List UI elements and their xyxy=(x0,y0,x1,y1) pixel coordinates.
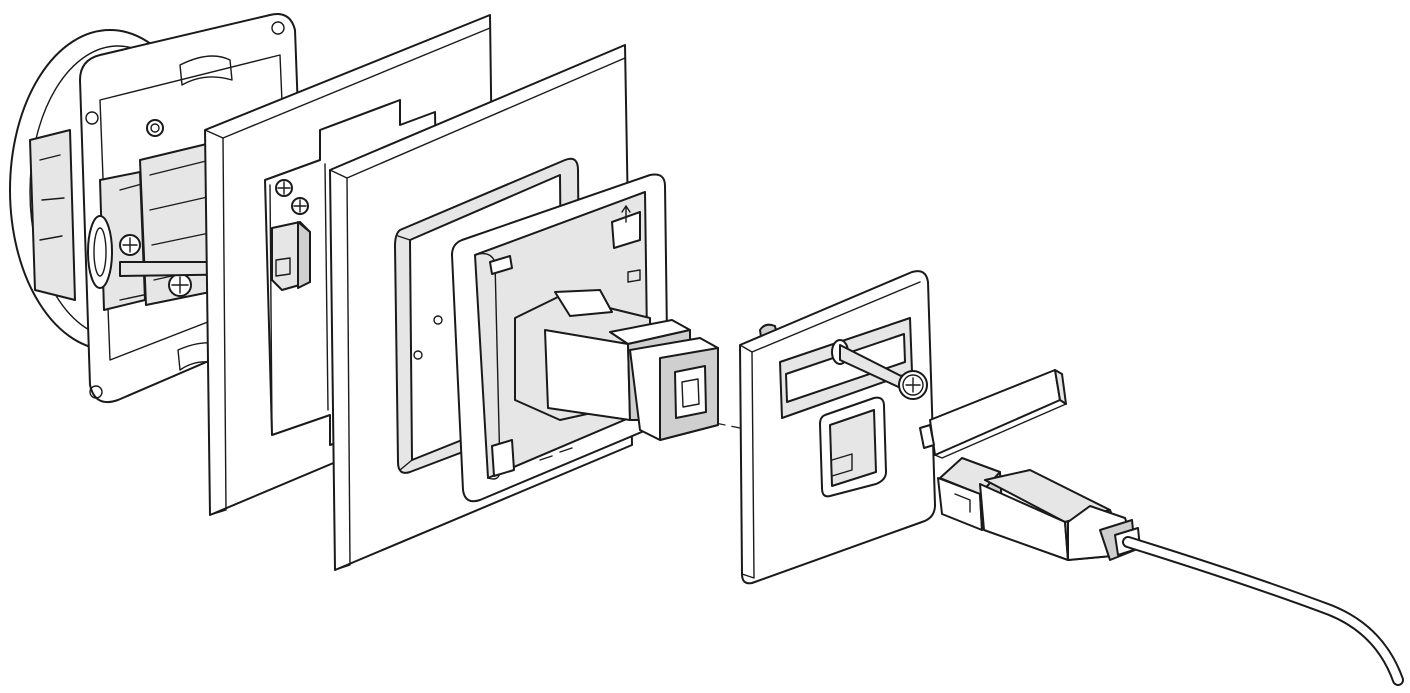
usb-plug xyxy=(937,457,1141,561)
fixing-screw xyxy=(831,339,928,400)
cover-plate xyxy=(739,270,936,585)
label-strip xyxy=(919,369,1067,459)
connector-module xyxy=(514,289,719,441)
cable xyxy=(1122,536,1404,686)
